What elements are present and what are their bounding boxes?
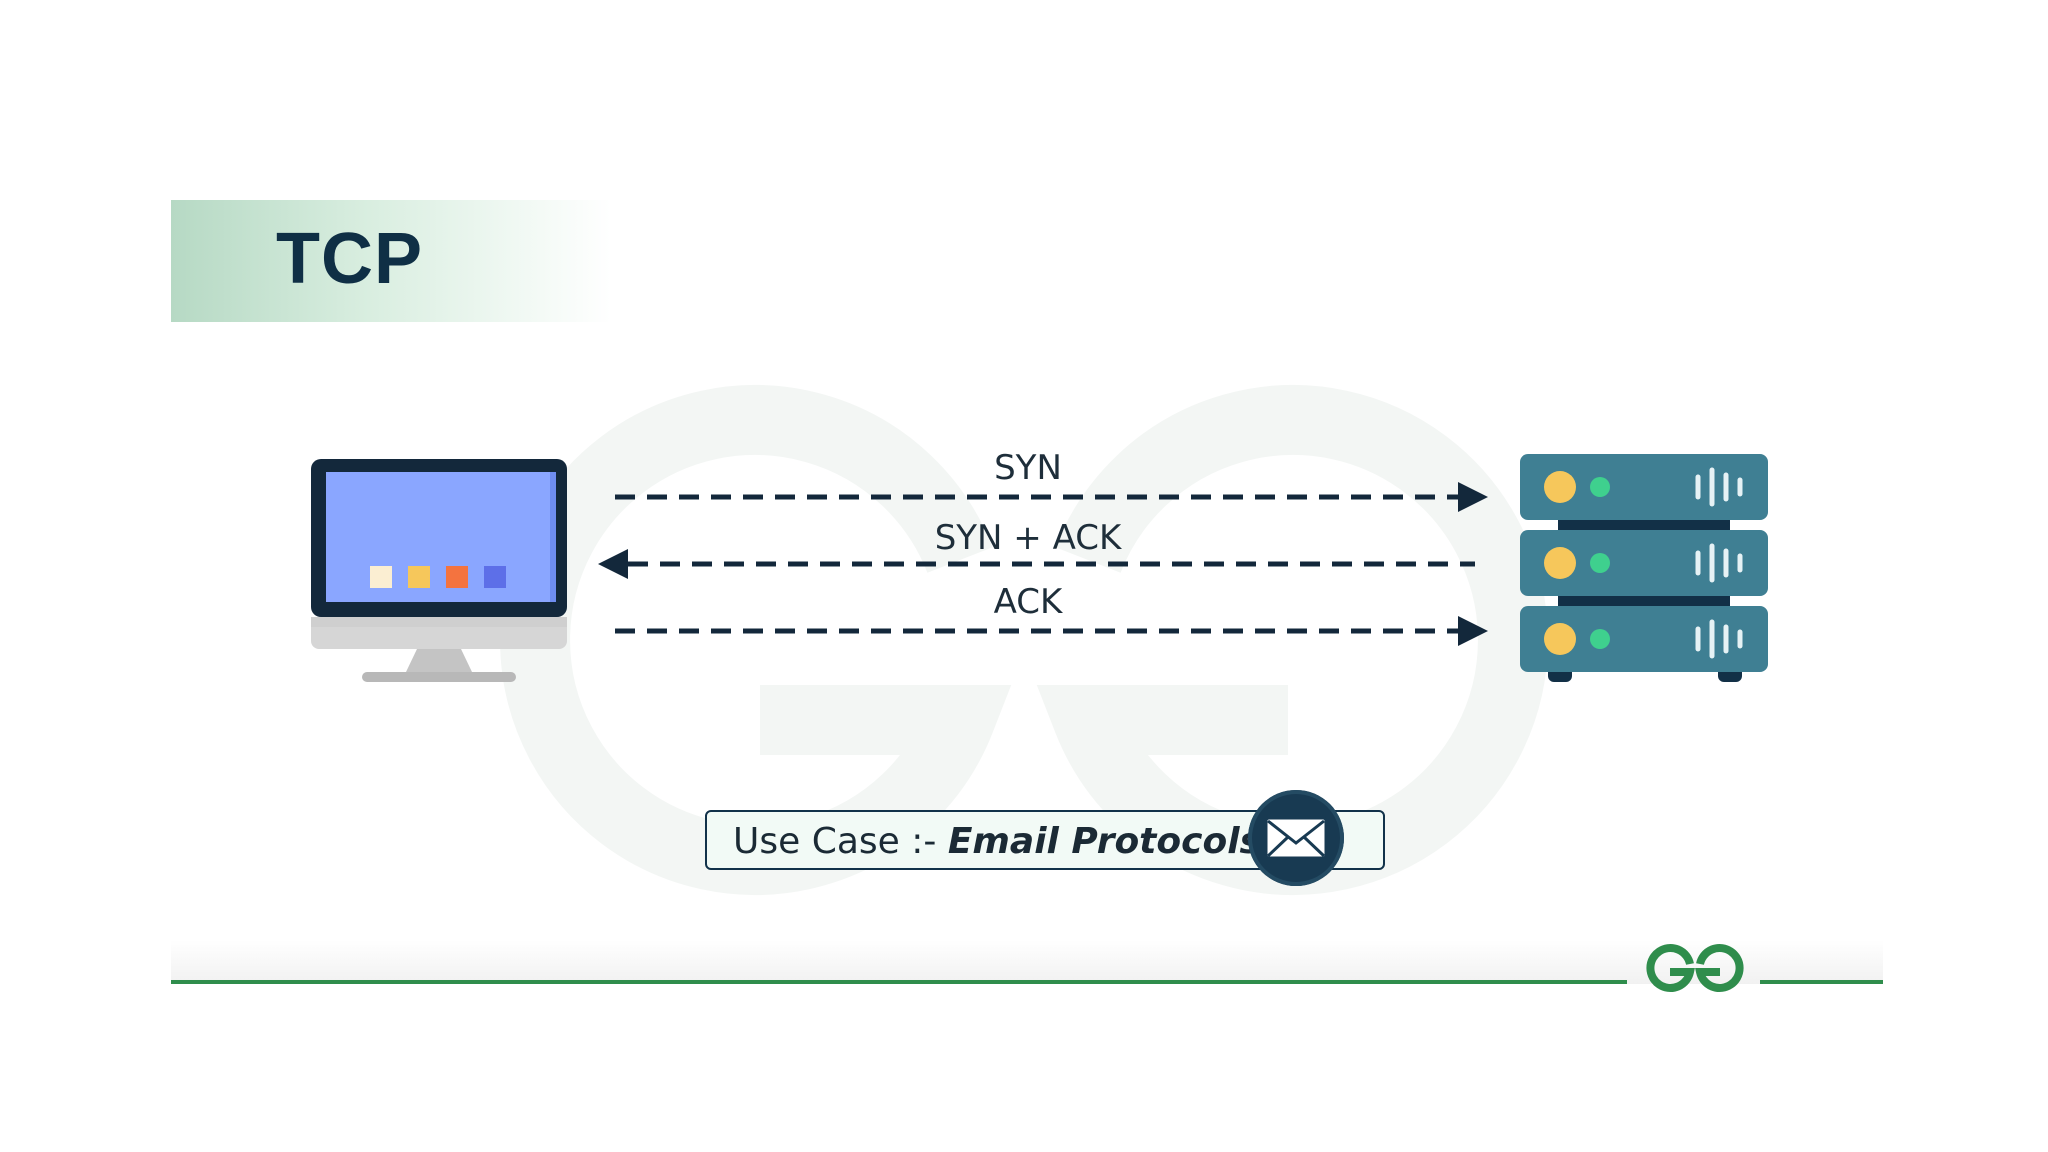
syn-label: SYN	[994, 448, 1062, 488]
syn-ack-label: SYN + ACK	[934, 518, 1122, 558]
geeksforgeeks-logo	[1646, 944, 1744, 992]
footer-divider-left	[171, 980, 1627, 984]
use-case-prefix: Use Case :-	[733, 821, 948, 862]
syn-arrow	[615, 482, 1488, 512]
desktop-computer-icon	[311, 459, 567, 682]
page-title: TCP	[276, 219, 423, 299]
footer-divider-right	[1760, 980, 1883, 984]
envelope-icon	[1248, 790, 1344, 886]
server-rack-icon	[1520, 454, 1768, 682]
title-banner: TCP	[171, 200, 611, 322]
ack-label: ACK	[993, 582, 1063, 622]
ack-arrow	[615, 616, 1488, 646]
use-case-value: Email Protocols	[947, 821, 1261, 862]
footer-band	[171, 940, 1883, 984]
syn-ack-arrow	[598, 549, 1475, 579]
